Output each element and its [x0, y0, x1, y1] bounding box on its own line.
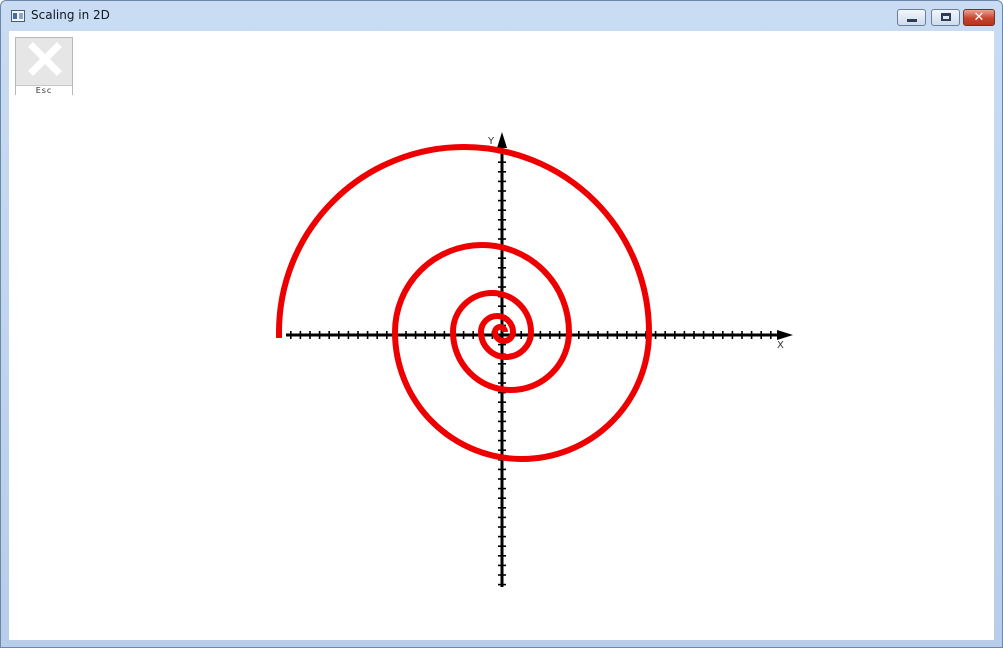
title-bar[interactable]: Scaling in 2D ✕ — [1, 1, 1002, 31]
x-axis-label: X — [777, 340, 784, 351]
spiral-curve — [276, 144, 653, 462]
client-area: Y X Esc — [9, 31, 994, 640]
close-icon: ✕ — [973, 10, 985, 25]
y-axis-label: Y — [487, 136, 495, 147]
y-axis-arrowhead — [497, 132, 507, 148]
escape-button-label: Esc — [16, 85, 72, 95]
maximize-icon — [941, 13, 951, 21]
close-x-icon — [28, 42, 62, 76]
minimize-button[interactable] — [897, 9, 926, 26]
app-icon — [11, 10, 25, 22]
minimize-icon — [907, 19, 917, 22]
close-button[interactable]: ✕ — [963, 9, 995, 26]
maximize-button[interactable] — [931, 9, 960, 26]
drawing-canvas: Y X — [276, 132, 793, 587]
coordinate-axes — [286, 132, 793, 587]
escape-button[interactable]: Esc — [15, 37, 73, 95]
x-axis-arrowhead — [777, 330, 793, 340]
window-title: Scaling in 2D — [31, 8, 110, 22]
